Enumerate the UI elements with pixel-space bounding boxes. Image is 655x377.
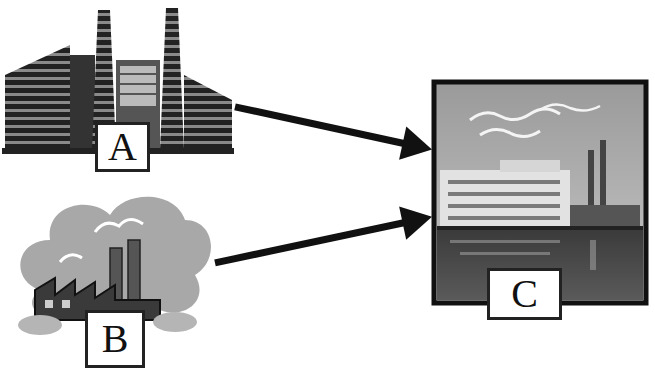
letter-label: C bbox=[487, 268, 562, 320]
illustration-node: B bbox=[15, 185, 215, 375]
flow-arrow bbox=[235, 107, 432, 160]
letter-label: A bbox=[95, 122, 150, 172]
illustration-node: C bbox=[432, 80, 650, 320]
flow-arrow bbox=[215, 206, 432, 262]
illustration-node: A bbox=[0, 0, 235, 178]
letter-label: B bbox=[85, 310, 145, 368]
